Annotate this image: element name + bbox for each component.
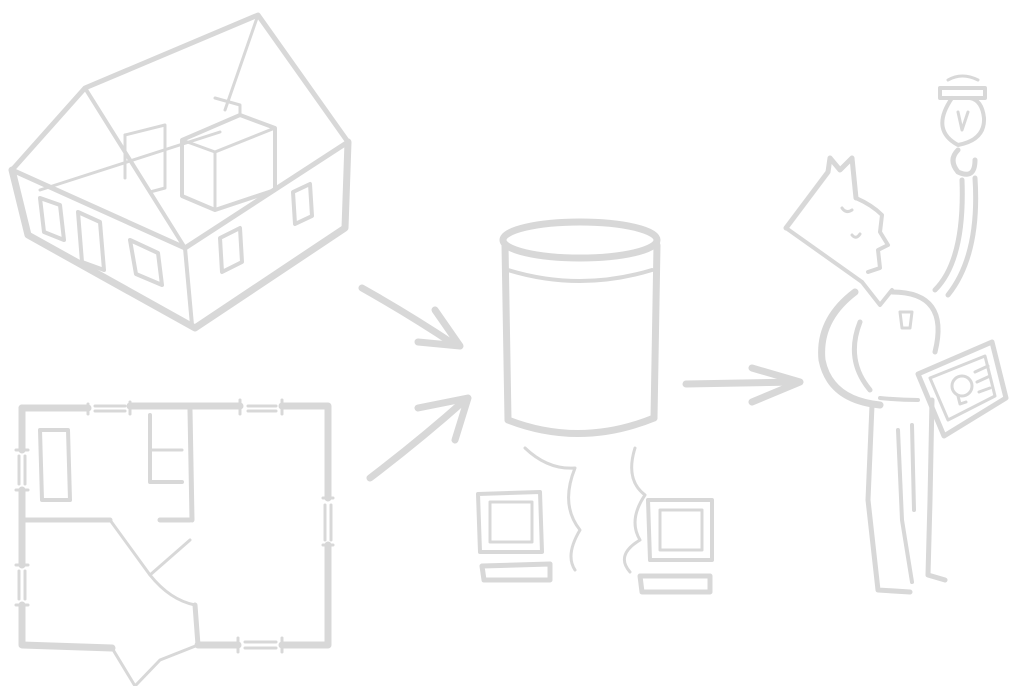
arrow-plan-to-database — [370, 398, 468, 478]
person-with-lightbulb-icon — [786, 76, 1006, 592]
arrow-house-to-database — [362, 288, 460, 346]
floor-plan-icon — [16, 400, 333, 686]
arrow-database-to-person — [686, 368, 800, 402]
house-isometric-icon — [12, 15, 348, 328]
database-cylinder-icon — [503, 222, 657, 434]
computer-terminals-icon — [478, 448, 712, 592]
